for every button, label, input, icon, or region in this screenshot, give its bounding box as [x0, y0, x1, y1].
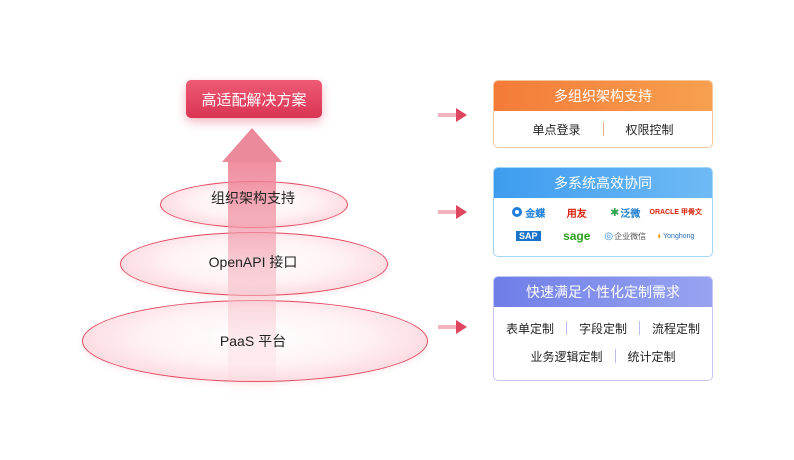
field-custom-item: 字段定制 [578, 321, 627, 336]
weaver-icon: ✱ [610, 206, 620, 219]
sage-logo: sage [563, 229, 591, 243]
wecom-icon: ◎ [604, 230, 614, 242]
layer-label-org: 组织架构支持 [211, 190, 295, 206]
divider [565, 321, 567, 335]
yonyou-logo: 用友 [566, 208, 587, 220]
process-custom-item: 流程定制 [652, 321, 701, 336]
org-support-card: 多组织架构支持 单点登录 权限控制 [493, 80, 713, 148]
divider [639, 321, 640, 335]
kingdee-logo: 金蝶 [504, 204, 553, 220]
permission-control-item: 权限控制 [625, 122, 674, 137]
upward-arrow-head-icon [222, 128, 282, 162]
kingdee-icon [512, 207, 523, 217]
yonghong-icon: ◐ [657, 230, 664, 242]
card-title: 多系统高效协同 [494, 168, 712, 198]
arrow-right-icon [438, 108, 467, 122]
card-title: 多组织架构支持 [494, 81, 712, 111]
sap-logo: SAP [504, 228, 553, 244]
layer-label-paas: PaaS 平台 [219, 333, 287, 349]
oracle-logo: ORACLE 甲骨文 [649, 209, 703, 216]
layer-label-openapi: OpenAPI 接口 [208, 254, 298, 270]
divider [602, 122, 604, 136]
weaver-logo: ✱ 泛微 [610, 206, 641, 220]
partner-logo-grid: 金蝶 用友 ✱ 泛微 ORACLE 甲骨文 SAP sage ◎ 企业微信 ◐ … [504, 204, 702, 244]
arrow-right-icon [438, 320, 467, 334]
single-sign-on-item: 单点登录 [532, 122, 581, 137]
custom-needs-card: 快速满足个性化定制需求 表单定制 字段定制 流程定制 业务逻辑定制 统计定制 [493, 276, 713, 381]
yonghong-logo: ◐ Yonghong [657, 230, 695, 242]
wecom-logo: ◎ 企业微信 [604, 230, 647, 242]
upward-arrow-shaft [228, 158, 276, 398]
solution-title-box: 高适配解决方案 [186, 80, 322, 118]
card-title: 快速满足个性化定制需求 [494, 277, 712, 307]
form-custom-item: 表单定制 [505, 321, 554, 336]
divider [614, 349, 616, 363]
arrow-right-icon [438, 205, 467, 219]
logic-custom-item: 业务逻辑定制 [530, 349, 603, 364]
systems-collab-card: 多系统高效协同 金蝶 用友 ✱ 泛微 ORACLE 甲骨文 SAP sage ◎… [493, 167, 713, 257]
stats-custom-item: 统计定制 [627, 349, 676, 364]
